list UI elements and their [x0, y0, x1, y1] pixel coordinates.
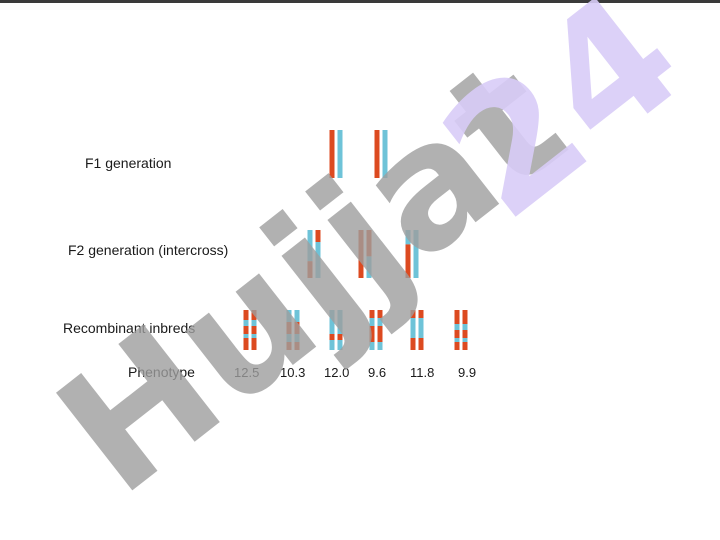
chromosome-segment	[369, 326, 375, 342]
chromosome-segment	[251, 338, 257, 350]
chromosome-segment	[243, 326, 249, 334]
chromosome-segment	[286, 322, 292, 334]
chromosome-segment	[294, 334, 300, 342]
chromosome-segment	[462, 310, 468, 324]
chromosome-pair	[410, 310, 424, 350]
recombinant-inbreds-label: Recombinant inbreds	[63, 320, 196, 336]
chromosome-segment	[329, 130, 335, 178]
chromosome-segment	[462, 324, 468, 330]
chromosome-segment	[337, 310, 343, 334]
chromosome-segment	[454, 342, 460, 350]
chromosome-segment	[243, 310, 249, 320]
chromosome-segment	[337, 334, 343, 340]
chromosome-pair	[405, 230, 419, 278]
phenotype-value: 12.5	[234, 365, 260, 380]
chromosome-pair	[307, 230, 321, 278]
chromosome-segment	[454, 310, 460, 324]
chromosome-pair	[329, 130, 343, 178]
chromosome-segment	[337, 340, 343, 350]
chromosome-segment	[286, 342, 292, 350]
phenotype-value: 10.3	[280, 365, 306, 380]
chromosome-segment	[382, 130, 388, 178]
chromosome-segment	[315, 242, 321, 278]
chromosome-pair	[243, 310, 257, 350]
phenotype-value: 9.9	[458, 365, 477, 380]
chromosome-segment	[294, 310, 300, 322]
chromosome-segment	[462, 330, 468, 338]
chromosome-segment	[462, 342, 468, 350]
chromosome-segment	[418, 338, 424, 350]
chromosome-segment	[358, 230, 364, 278]
chromosome-pair	[369, 310, 383, 350]
chromosome-segment	[294, 342, 300, 350]
chromosome-segment	[377, 342, 383, 350]
chromosome-segment	[454, 338, 460, 342]
chromosome-segment	[294, 322, 300, 334]
chromosome-segment	[337, 130, 343, 178]
chromosome-segment	[418, 310, 424, 318]
chromosome-segment	[369, 310, 375, 318]
chromosome-segment	[251, 320, 257, 326]
chromosome-segment	[369, 342, 375, 350]
chromosome-segment	[377, 310, 383, 318]
phenotype-value: 9.6	[368, 365, 387, 380]
chromosome-segment	[251, 326, 257, 334]
chromosome-segment	[329, 310, 335, 334]
chromosome-segment	[410, 338, 416, 350]
top-border	[0, 0, 720, 3]
phenotype-label: Phenotype	[128, 364, 195, 380]
chromosome-segment	[329, 340, 335, 350]
chromosome-segment	[454, 324, 460, 330]
phenotype-value: 12.0	[324, 365, 350, 380]
chromosome-segment	[251, 334, 257, 338]
chromosome-segment	[366, 256, 372, 278]
chromosome-segment	[413, 230, 419, 278]
chromosome-segment	[366, 230, 372, 257]
chromosome-segment	[418, 318, 424, 338]
chromosome-segment	[454, 330, 460, 338]
f1-generation-label: F1 generation	[85, 155, 172, 171]
chromosome-segment	[405, 230, 411, 245]
chromosome-segment	[329, 334, 335, 340]
f2-generation-label: F2 generation (intercross)	[68, 242, 229, 258]
chromosome-pair	[374, 130, 388, 178]
chromosome-segment	[377, 318, 383, 326]
chromosome-segment	[307, 230, 313, 262]
chromosome-segment	[377, 326, 383, 342]
chromosome-segment	[405, 244, 411, 278]
chromosome-pair	[358, 230, 372, 278]
chromosome-pair	[286, 310, 300, 350]
chromosome-pair	[329, 310, 343, 350]
chromosome-segment	[374, 130, 380, 178]
chromosome-segment	[286, 334, 292, 342]
chromosome-segment	[410, 318, 416, 338]
chromosome-segment	[369, 318, 375, 326]
chromosome-segment	[410, 310, 416, 318]
chromosome-segment	[251, 310, 257, 320]
chromosome-segment	[307, 261, 313, 278]
chromosome-segment	[243, 338, 249, 350]
chromosome-segment	[315, 230, 321, 242]
chromosome-segment	[462, 338, 468, 342]
phenotype-value: 11.8	[410, 365, 435, 380]
chromosome-pair	[454, 310, 468, 350]
chromosome-segment	[243, 320, 249, 326]
chromosome-segment	[286, 310, 292, 322]
chromosome-segment	[243, 334, 249, 338]
